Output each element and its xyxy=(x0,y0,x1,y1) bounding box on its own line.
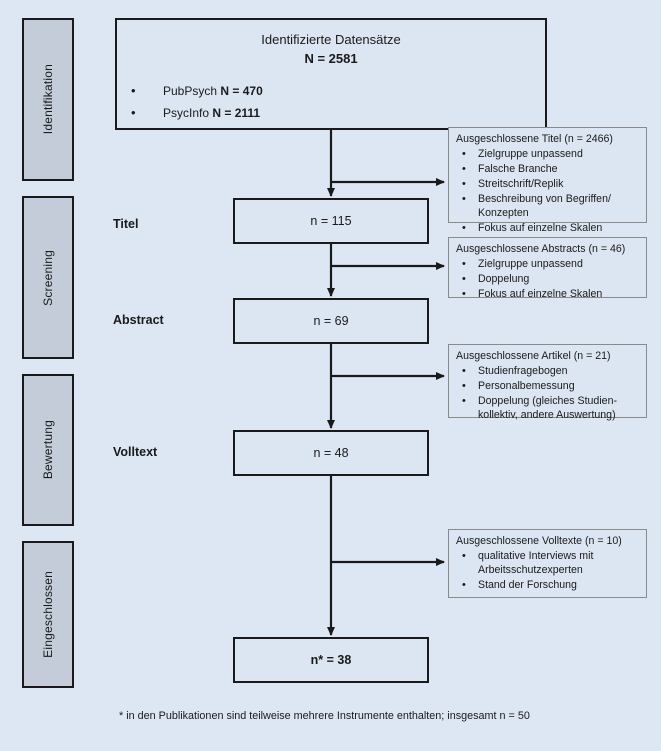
phase-label-screening: Screening xyxy=(41,249,55,306)
exclusion-box-artikel: Ausgeschlossene Artikel (n = 21) Studien… xyxy=(448,344,647,421)
exclusion-reason-list-artikel: Studienfragebogen Personalbemessung Dopp… xyxy=(456,364,640,423)
exclusion-title-artikel: Ausgeschlossene Artikel (n = 21) xyxy=(456,350,611,362)
source-name-psycinfo: PsycInfo xyxy=(163,105,210,120)
included-value: n* = 38 xyxy=(310,653,352,667)
phase-label-eingeschlossen: Eingeschlossen xyxy=(41,571,55,658)
stage-value-titel: n = 115 xyxy=(310,214,352,228)
included-box: n* = 38 xyxy=(233,637,429,683)
list-item: qualitative Interviews mit Arbeitsschutz… xyxy=(456,549,640,578)
stage-value-volltext: n = 48 xyxy=(313,446,349,460)
exclusion-reason-list-volltexte: qualitative Interviews mit Arbeitsschutz… xyxy=(456,549,640,593)
list-item: PsycInfo N = 2111 xyxy=(131,104,545,122)
phase-label-identifikation: Identifikation xyxy=(41,64,55,135)
stage-value-abstract: n = 69 xyxy=(313,314,349,328)
exclusion-box-volltexte: Ausgeschlossene Volltexte (n = 10) quali… xyxy=(448,529,647,598)
phase-label-bewertung: Bewertung xyxy=(41,420,55,480)
list-item: Doppelung xyxy=(456,272,640,287)
stage-label-volltext: Volltext xyxy=(113,445,158,459)
exclusion-reason-list-titel: Zielgruppe unpassend Falsche Branche Str… xyxy=(456,147,640,236)
list-item: Zielgruppe unpassend xyxy=(456,147,640,162)
stage-box-volltext: n = 48 xyxy=(233,430,429,476)
list-item: Zielgruppe unpassend xyxy=(456,257,640,272)
phase-bar-screening: Screening xyxy=(22,196,74,359)
exclusion-box-titel: Ausgeschlossene Titel (n = 2466) Zielgru… xyxy=(448,127,647,235)
stage-box-abstract: n = 69 xyxy=(233,298,429,344)
identification-source-list: PubPsych N = 470 PsycInfo N = 2111 xyxy=(117,82,545,122)
footnote: * in den Publikationen sind teilweise me… xyxy=(119,710,530,722)
exclusion-title-abstracts: Ausgeschlossene Abstracts (n = 46) xyxy=(456,243,626,255)
exclusion-box-abstracts: Ausgeschlossene Abstracts (n = 46) Zielg… xyxy=(448,237,647,301)
stage-label-abstract: Abstract xyxy=(113,313,164,327)
list-item: Beschreibung von Begriffen/ Konzepten xyxy=(456,192,640,221)
list-item: Doppelung (gleiches Studien- kollektiv, … xyxy=(456,394,640,423)
exclusion-title-volltexte: Ausgeschlossene Volltexte (n = 10) xyxy=(456,535,622,547)
list-item: Falsche Branche xyxy=(456,162,640,177)
list-item: Studienfragebogen xyxy=(456,364,640,379)
list-item: Fokus auf einzelne Skalen xyxy=(456,221,640,236)
stage-label-titel: Titel xyxy=(113,217,139,231)
list-item: Streitschrift/Replik xyxy=(456,177,640,192)
source-count-pubpsych: N = 470 xyxy=(220,83,263,98)
phase-bar-eingeschlossen: Eingeschlossen xyxy=(22,541,74,688)
list-item: Stand der Forschung xyxy=(456,578,640,593)
list-item: Personalbemessung xyxy=(456,379,640,394)
identification-total: N = 2581 xyxy=(304,50,358,66)
identification-box: Identifizierte Datensätze N = 2581 PubPs… xyxy=(115,18,547,130)
phase-bar-identifikation: Identifikation xyxy=(22,18,74,181)
source-name-pubpsych: PubPsych xyxy=(163,83,218,98)
list-item: Fokus auf einzelne Skalen xyxy=(456,287,640,302)
list-item: PubPsych N = 470 xyxy=(131,82,545,100)
stage-box-titel: n = 115 xyxy=(233,198,429,244)
phase-bar-bewertung: Bewertung xyxy=(22,374,74,526)
identification-title: Identifizierte Datensätze xyxy=(261,32,401,47)
identification-title-block: Identifizierte Datensätze N = 2581 xyxy=(117,31,545,69)
exclusion-reason-list-abstracts: Zielgruppe unpassend Doppelung Fokus auf… xyxy=(456,257,640,302)
source-count-psycinfo: N = 2111 xyxy=(212,105,261,120)
exclusion-title-titel: Ausgeschlossene Titel (n = 2466) xyxy=(456,133,613,145)
